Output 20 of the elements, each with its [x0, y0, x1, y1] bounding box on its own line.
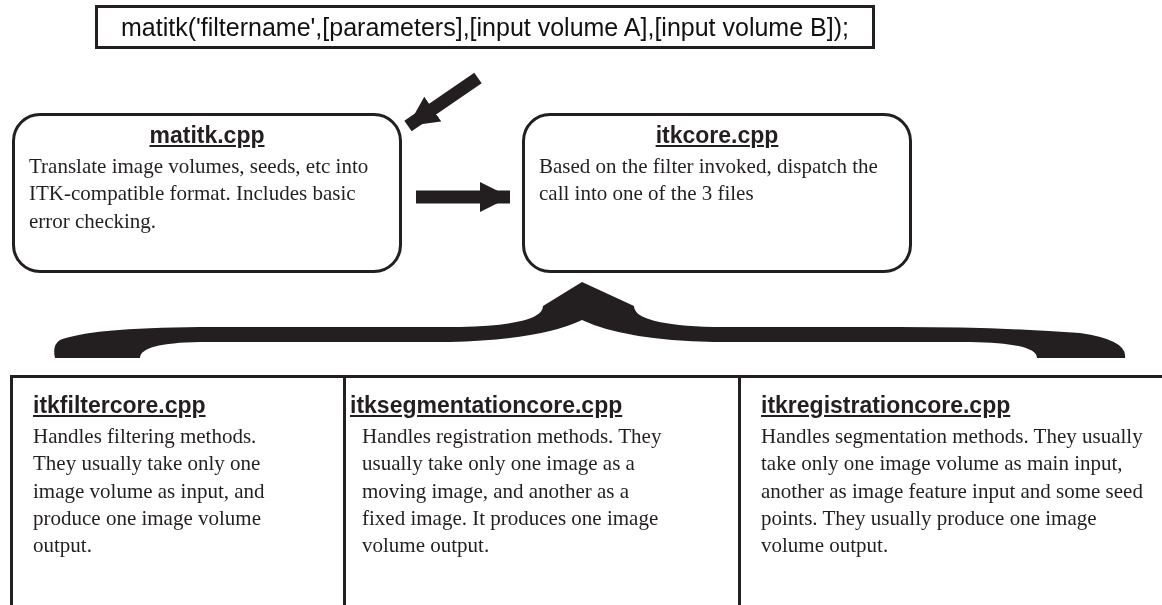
arrow: [416, 182, 510, 212]
description-text: Handles filtering methods. They usually take only one image volume as input, and produce one image volume output.: [33, 423, 266, 560]
file-panel: [343, 375, 738, 605]
module-box: [522, 113, 912, 273]
file-name-heading: itkcore.cpp: [655, 122, 779, 149]
file-panel: [10, 375, 343, 605]
file-name-heading: itkregistrationcore.cpp: [761, 392, 1011, 419]
arrow: [404, 72, 482, 132]
description-text: Handles segmentation methods. They usually take only one image volume as main input, another as image feature input and some seed points. They usually produce one image volume output.: [761, 423, 1144, 560]
description-text: Translate image volumes, seeds, etc into ITK-compatible format. Includes basic error checking.: [29, 153, 370, 235]
function-call-text: matitk('filtername',[parameters],[input volume A],[input volume B]);: [121, 12, 849, 42]
module-box: [12, 113, 402, 273]
description-text: Based on the filter invoked, dispatch the call into one of the 3 files: [539, 153, 879, 208]
file-panel: [738, 375, 1162, 605]
file-name-heading: matitk.cpp: [149, 122, 265, 149]
file-name-heading: itkfiltercore.cpp: [33, 392, 206, 419]
code-box: [95, 5, 875, 49]
curly-brace: [54, 282, 1126, 358]
file-name-heading: itksegmentationcore.cpp: [350, 392, 623, 419]
description-text: Handles registration methods. They usually take only one image as a moving image, and another as a fixed image. It produces one image volume output.: [362, 423, 663, 560]
